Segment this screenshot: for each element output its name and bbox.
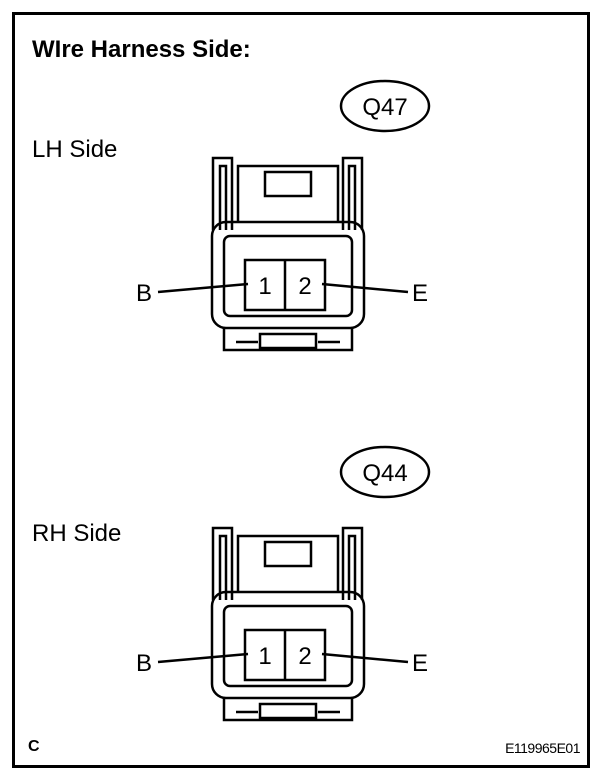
diagram-title: WIre Harness Side: [32, 36, 251, 63]
terminal-label-e: E [412, 280, 428, 307]
connector-id-oval [339, 445, 431, 499]
leader-line-b [157, 282, 249, 294]
leader-line-e [321, 652, 409, 664]
figure-id: E119965E01 [505, 740, 580, 756]
side-label-lh: LH Side [32, 136, 118, 163]
terminal-label-b: B [136, 650, 152, 677]
pin-number: 2 [298, 273, 311, 300]
connector-q44 [157, 445, 431, 722]
connector-id: Q47 [362, 94, 407, 121]
connector-id: Q44 [362, 460, 407, 487]
side-label-rh: RH Side [32, 520, 122, 547]
connector-q47 [157, 79, 431, 352]
terminal-label-b: B [136, 280, 152, 307]
diagram-frame [12, 12, 590, 768]
pin-number: 1 [258, 273, 271, 300]
leader-line-e [321, 282, 409, 294]
leader-line-b [157, 652, 249, 664]
pin-number: 2 [298, 643, 311, 670]
terminal-label-e: E [412, 650, 428, 677]
corner-letter: C [28, 738, 40, 755]
connector-id-oval [339, 79, 431, 133]
pin-number: 1 [258, 643, 271, 670]
